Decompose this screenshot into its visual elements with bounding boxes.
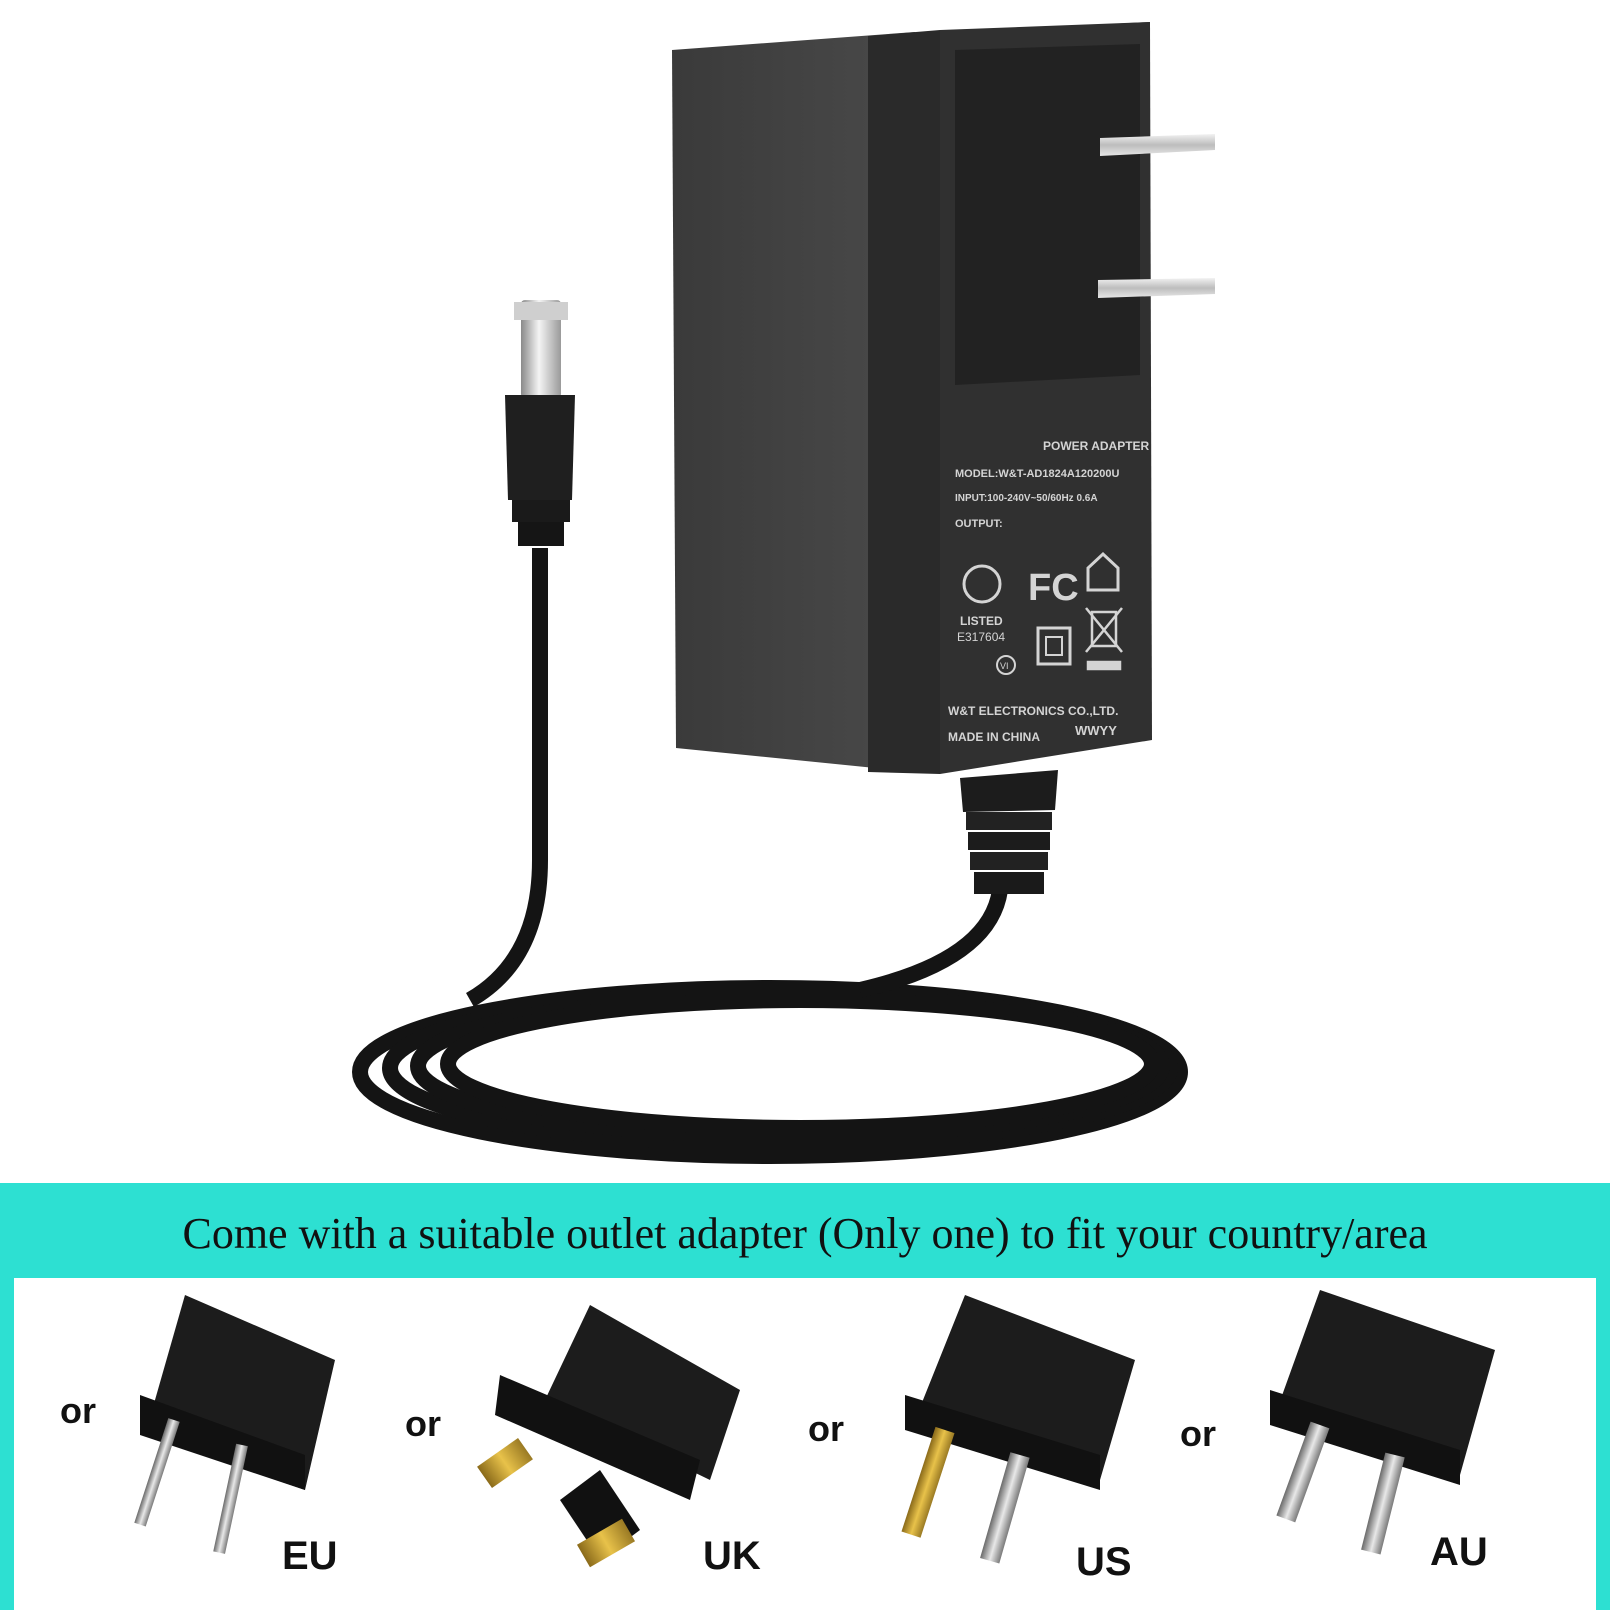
region-label-au: AU (1430, 1530, 1488, 1574)
us-plug-adapter (901, 1295, 1135, 1564)
region-label-uk: UK (703, 1534, 761, 1578)
strain-relief (960, 770, 1058, 894)
label-origin: MADE IN CHINA (948, 730, 1040, 744)
label-date-code: WWYY (1075, 723, 1117, 738)
power-adapter-body (672, 22, 1215, 894)
ul-mark (962, 564, 1002, 604)
eu-plug-adapter (134, 1295, 335, 1554)
plug-face (955, 44, 1140, 385)
label-output: OUTPUT: (955, 518, 1003, 530)
label-manufacturer: W&T ELECTRONICS CO.,LTD. (948, 704, 1118, 718)
fc-logo: FC (1028, 567, 1079, 609)
au-plug-adapter (1270, 1290, 1495, 1555)
region-label-us: US (1076, 1540, 1132, 1584)
label-file-no: E317604 (957, 630, 1005, 644)
or-label-au: or (1180, 1413, 1216, 1454)
dc-cable (465, 548, 548, 1007)
or-label-uk: or (405, 1403, 441, 1444)
vi-mark-icon (996, 655, 1016, 675)
banner-text: Come with a suitable outlet adapter (Onl… (182, 1209, 1428, 1258)
coiled-cable (352, 980, 1188, 1164)
double-insulation-icon (1036, 626, 1072, 666)
product-photo: POWER ADAPTER MODEL:W&T-AD1824A120200U I… (352, 22, 1215, 1164)
weee-bin-icon (1085, 607, 1123, 671)
or-label-eu: or (60, 1390, 96, 1431)
label-input: INPUT:100-240V~50/60Hz 0.6A (955, 493, 1098, 504)
adapter-cable (858, 888, 1008, 998)
us-prong (1098, 134, 1215, 298)
label-model: MODEL:W&T-AD1824A120200U (955, 468, 1119, 480)
label-header: POWER ADAPTER (1043, 439, 1150, 453)
outlet-adapters-illustration (134, 1290, 1495, 1568)
dc-barrel-plug (505, 300, 575, 546)
vi-mark-text: VI (1000, 661, 1009, 671)
or-label-us: or (808, 1408, 844, 1449)
label-listed: LISTED (960, 614, 1003, 628)
region-label-eu: EU (282, 1534, 338, 1578)
indoor-use-icon (1086, 551, 1120, 592)
uk-plug-adapter (477, 1305, 740, 1568)
